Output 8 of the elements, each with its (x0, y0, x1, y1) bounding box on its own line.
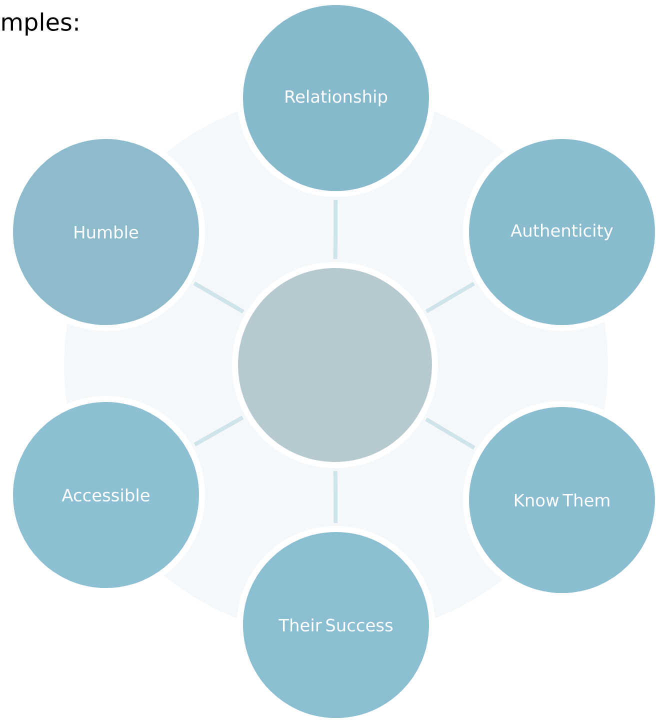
spoke-line (194, 416, 244, 446)
spoke-line (425, 282, 475, 314)
spoke-line (333, 200, 338, 260)
title-text: mples: (2, 12, 78, 36)
spoke-line (193, 282, 244, 314)
center-circle (232, 262, 438, 468)
spoke-line (425, 417, 476, 450)
spoke-line (333, 471, 338, 524)
